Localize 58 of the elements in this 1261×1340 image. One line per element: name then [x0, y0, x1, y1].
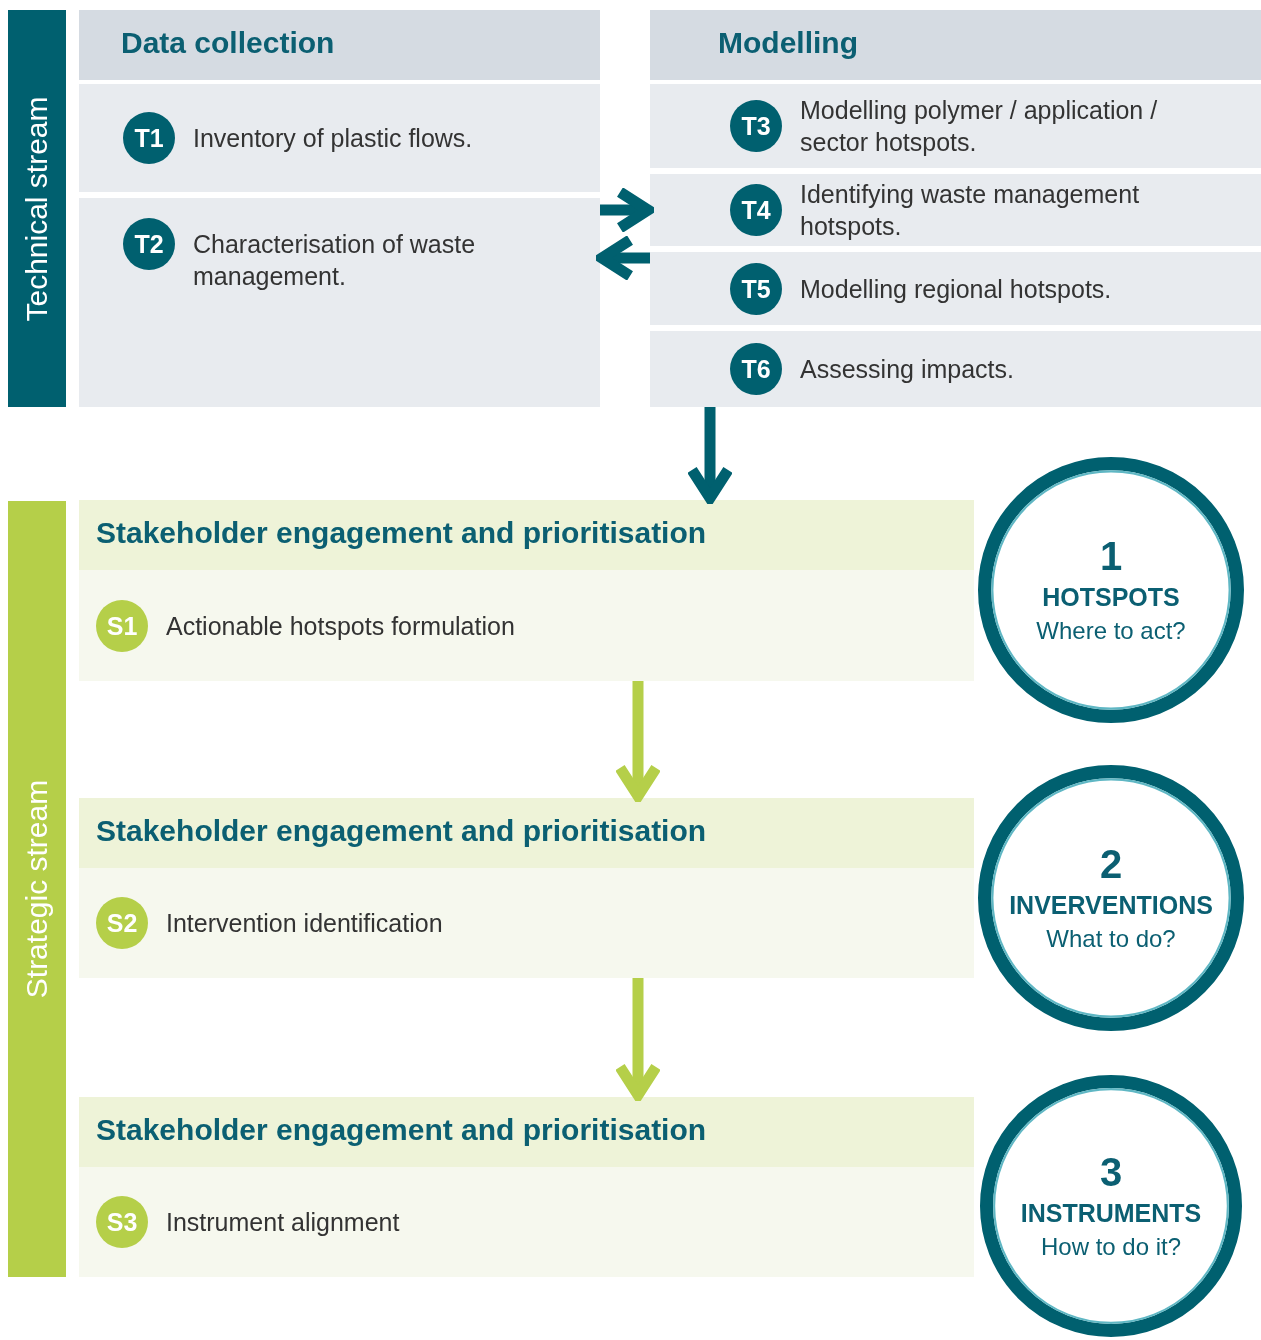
step-badge: T2 [123, 218, 175, 270]
task-row [79, 868, 974, 978]
step-description: Assessing impacts. [800, 354, 1015, 385]
step-badge: T6 [730, 343, 782, 395]
stage-heading: HOTSPOTS [1042, 582, 1180, 613]
stream-label: Technical stream [20, 95, 54, 322]
panel-heading: Data collection [121, 26, 335, 60]
section-panel [79, 500, 974, 681]
task-row [650, 84, 1261, 168]
arrow [614, 681, 662, 802]
task-row [650, 331, 1261, 407]
task-row [79, 198, 600, 407]
panel-heading: Stakeholder engagement and prioritisation [96, 516, 707, 550]
stage-circle [980, 1075, 1242, 1337]
step-description: Instrument alignment [166, 1207, 401, 1238]
stage-question: Where to act? [1036, 616, 1186, 646]
stage-question: What to do? [1046, 924, 1176, 954]
stage-number: 3 [1099, 1149, 1123, 1196]
stream-band [8, 501, 66, 1277]
section-panel [79, 798, 974, 978]
step-badge: T3 [730, 100, 782, 152]
task-row [650, 174, 1261, 246]
section-panel [79, 10, 600, 407]
panel-heading: Stakeholder engagement and prioritisation [96, 1113, 707, 1147]
stage-heading: INSTRUMENTS [1020, 1198, 1202, 1229]
step-description: Actionable hotspots formulation [166, 610, 516, 642]
step-badge: S2 [96, 897, 148, 949]
step-description: Intervention identification [166, 908, 444, 939]
stage-circle [978, 765, 1244, 1031]
arrow [600, 186, 654, 234]
stage-number: 1 [1099, 533, 1123, 580]
panel-heading: Stakeholder engagement and prioritisation [96, 814, 707, 848]
task-row [79, 1167, 974, 1277]
step-description: Identifying waste management hotspots. [800, 179, 1141, 242]
arrow [596, 234, 650, 282]
panel-heading: Modelling [718, 26, 858, 60]
step-description: Modelling regional hotspots. [800, 273, 1113, 305]
task-row [79, 570, 974, 681]
step-badge: T5 [730, 263, 782, 315]
stream-label: Strategic stream [20, 779, 54, 999]
arrow [614, 978, 662, 1101]
step-description: Inventory of plastic flows. [193, 123, 474, 154]
stage-question: How to do it? [1040, 1232, 1182, 1262]
task-row [650, 252, 1261, 325]
stream-band [8, 10, 66, 407]
stage-heading: INVERVENTIONS [1009, 890, 1213, 921]
section-panel [79, 1097, 974, 1277]
section-panel [650, 10, 1261, 407]
stage-circle [978, 457, 1244, 723]
step-description: Characterisation of waste management. [193, 229, 477, 292]
arrow [686, 407, 734, 504]
step-description: Modelling polymer / application / sector hotspots. [800, 95, 1159, 158]
step-badge: T4 [730, 184, 782, 236]
step-badge: S3 [96, 1196, 148, 1248]
task-row [79, 84, 600, 192]
step-badge: T1 [123, 112, 175, 164]
stage-number: 2 [1099, 841, 1123, 888]
step-badge: S1 [96, 600, 148, 652]
